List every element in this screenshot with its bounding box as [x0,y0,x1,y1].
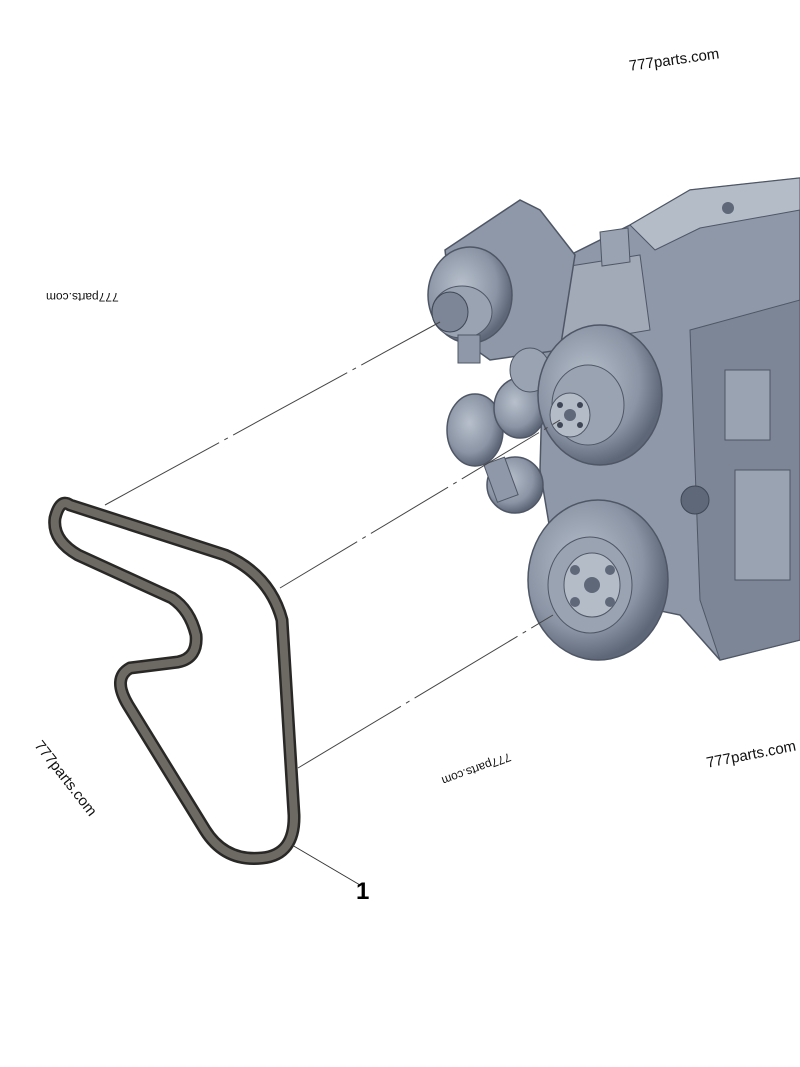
tensioner-assembly [446,347,551,514]
callout-1-leader [291,844,361,886]
alternator [427,199,576,364]
belt-routing-leaders [104,321,561,769]
serpentine-belt [48,496,301,865]
crankshaft-pulley [527,499,669,661]
watermark-left: 777parts.com [46,290,119,304]
water-pump-pulley [537,324,663,466]
callout-label-1[interactable]: 1 [356,878,370,905]
